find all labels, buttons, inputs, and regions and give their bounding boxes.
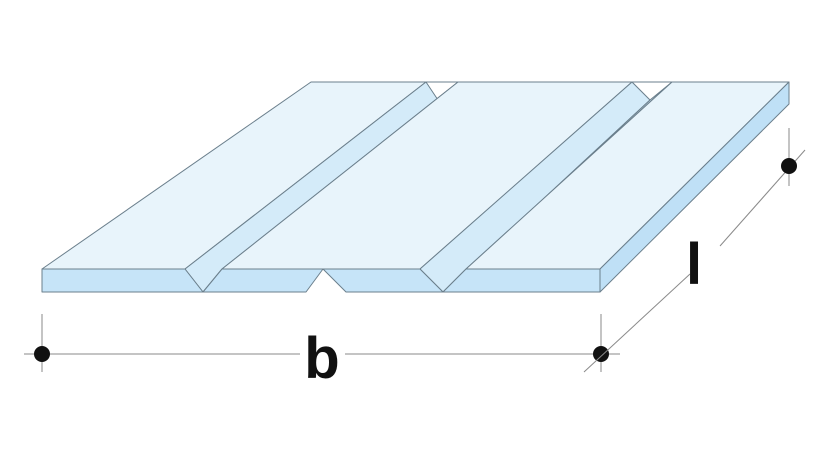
grooved-panel xyxy=(41,81,790,293)
panel-front xyxy=(41,268,601,293)
width-dot-right xyxy=(593,346,609,362)
width-dimension xyxy=(24,314,620,372)
length-dot-top xyxy=(781,158,797,174)
length-dimension-line-lower xyxy=(583,273,691,373)
length-label: l xyxy=(686,232,702,297)
width-label: b xyxy=(304,326,339,391)
width-dot-left xyxy=(34,346,50,362)
